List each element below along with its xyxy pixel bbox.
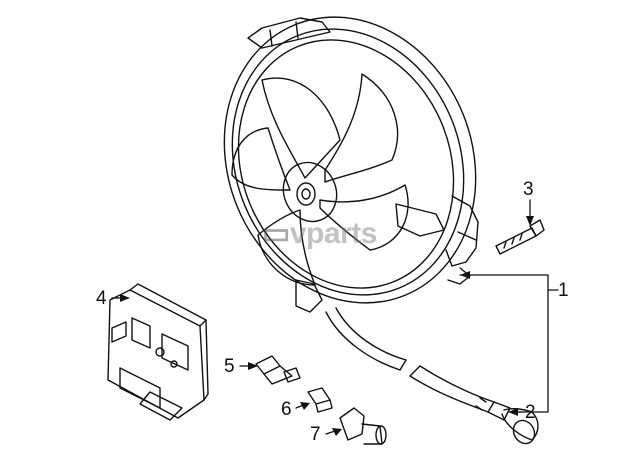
callout-2: 2 — [525, 402, 536, 423]
callout-5: 5 — [224, 356, 235, 377]
sensor-part — [255, 355, 301, 385]
callout-7: 7 — [310, 424, 321, 445]
watermark-text: vparts — [289, 217, 378, 250]
fan-shroud — [223, 16, 479, 313]
fan-wire-harness — [325, 307, 539, 445]
connector-clip-part — [307, 387, 333, 413]
fan-blades — [231, 73, 409, 286]
control-module-part — [107, 283, 209, 421]
arrowheads — [120, 216, 534, 436]
switch-part — [339, 407, 387, 445]
callout-6: 6 — [281, 399, 292, 420]
bolt-part — [495, 219, 545, 255]
callout-3: 3 — [523, 179, 534, 200]
callout-1: 1 — [558, 280, 569, 301]
watermark-box-icon: ▭ — [262, 217, 290, 250]
callout-4: 4 — [96, 288, 107, 309]
watermark-logo: ▭vparts — [262, 216, 377, 251]
